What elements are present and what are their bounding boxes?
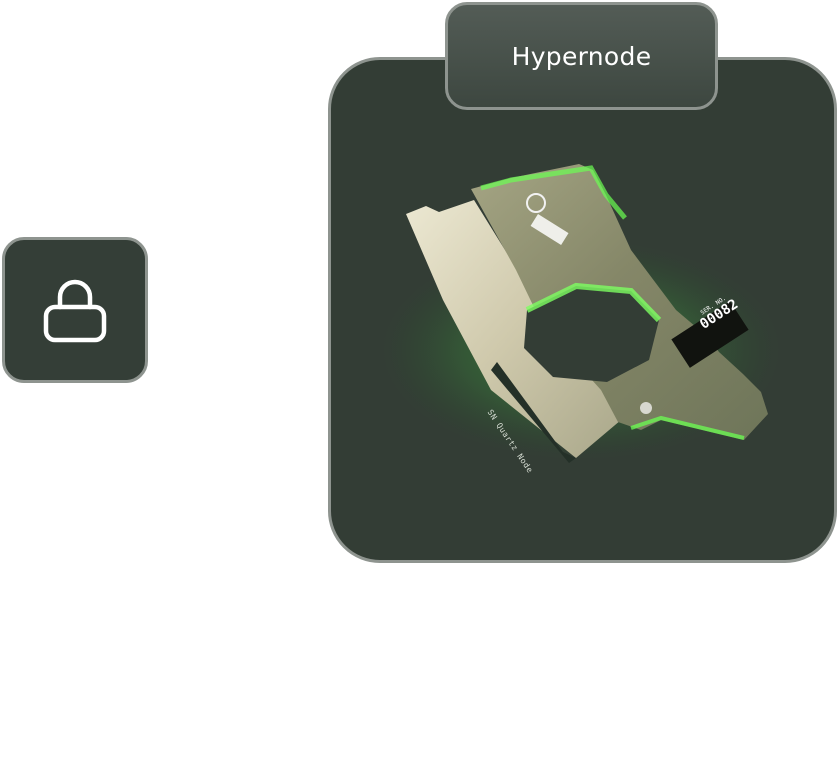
card-title-tab: Hypernode bbox=[445, 2, 718, 110]
hypernode-card[interactable]: SN Quartz Node SER. NO. 00082 bbox=[328, 57, 837, 563]
card-title: Hypernode bbox=[511, 41, 652, 71]
hypernode-item-art bbox=[381, 164, 781, 463]
lock-icon bbox=[43, 277, 107, 343]
lock-tile[interactable] bbox=[2, 237, 148, 383]
